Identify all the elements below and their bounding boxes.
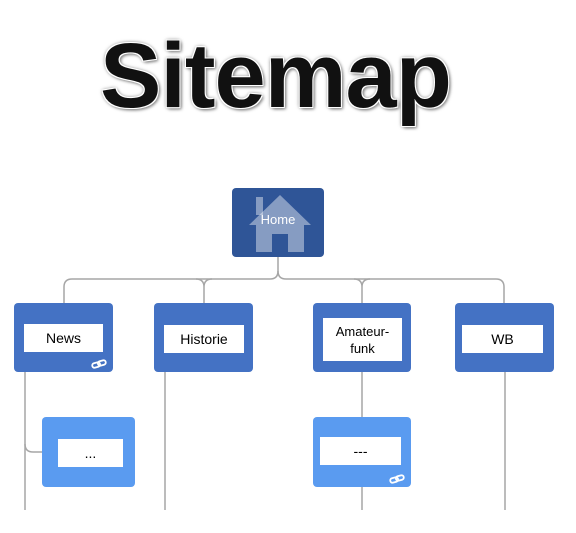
node-news-label: News [24, 324, 103, 352]
connector-home-news [63, 257, 279, 303]
node-wb-label: WB [462, 325, 543, 353]
node-historie-label: Historie [164, 325, 244, 353]
connector-news-child [24, 443, 42, 453]
connector-home-amateurfunk [353, 278, 371, 303]
node-news-child: ... [42, 417, 135, 487]
connector-home-wb [277, 270, 505, 303]
house-icon [249, 195, 311, 252]
node-wb: WB [455, 303, 554, 372]
node-historie: Historie [154, 303, 253, 372]
node-amateurfunk-label: Amateur- funk [323, 318, 402, 361]
link-icon [389, 474, 405, 484]
node-home: Home [232, 188, 324, 257]
node-news: News [14, 303, 113, 372]
page-title: Sitemap [100, 25, 452, 127]
node-news-child-label: ... [58, 439, 123, 467]
connector-home-historie [195, 278, 213, 303]
node-amateurfunk: Amateur- funk [313, 303, 411, 372]
link-icon [91, 359, 107, 369]
node-amateurfunk-child-label: --- [320, 437, 401, 465]
node-amateurfunk-child: --- [313, 417, 411, 487]
node-home-label: Home [260, 212, 296, 227]
